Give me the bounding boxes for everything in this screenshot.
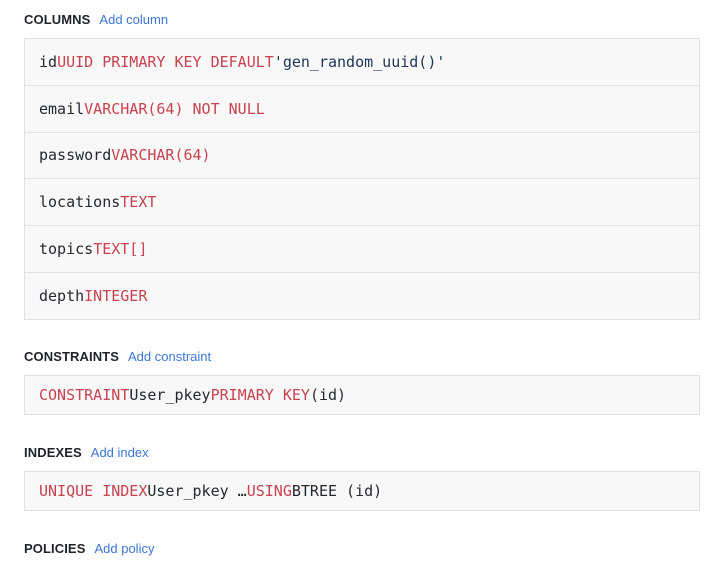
constraints-list: CONSTRAINT User_pkey PRIMARY KEY (id)	[24, 375, 700, 415]
constraint-keyword: CONSTRAINT	[39, 386, 130, 404]
column-type: VARCHAR(64) NOT NULL	[84, 99, 265, 118]
constraint-target: (id)	[309, 386, 347, 404]
column-row-depth[interactable]: depth INTEGER	[25, 273, 699, 320]
policies-header: POLICIES Add policy	[24, 538, 154, 558]
column-type: TEXT[]	[93, 240, 148, 259]
index-keyword: UNIQUE INDEX	[39, 482, 148, 500]
add-constraint-link[interactable]: Add constraint	[128, 348, 212, 364]
indexes-header: INDEXES Add index	[24, 442, 149, 462]
constraint-name: User_pkey	[129, 386, 211, 404]
column-name: locations	[39, 193, 121, 212]
column-row-password[interactable]: password VARCHAR(64)	[25, 133, 699, 180]
index-row[interactable]: UNIQUE INDEX User_pkey … USING BTREE (id…	[25, 472, 699, 510]
index-method: BTREE (id)	[291, 482, 383, 500]
constraints-title: CONSTRAINTS	[24, 348, 119, 364]
column-name: password	[39, 146, 112, 165]
columns-header: COLUMNS Add column	[24, 9, 168, 29]
policies-title: POLICIES	[24, 540, 86, 556]
column-default: 'gen_random_uuid()'	[273, 52, 446, 71]
add-policy-link[interactable]: Add policy	[94, 540, 155, 556]
add-column-link[interactable]: Add column	[99, 11, 169, 27]
index-name: User_pkey …	[147, 482, 247, 500]
column-name: depth	[39, 287, 85, 306]
add-index-link[interactable]: Add index	[90, 444, 149, 460]
column-type: VARCHAR(64)	[111, 146, 211, 165]
indexes-title: INDEXES	[24, 444, 82, 460]
column-row-email[interactable]: email VARCHAR(64) NOT NULL	[25, 86, 699, 133]
column-name: topics	[39, 240, 94, 259]
index-using-keyword: USING	[246, 482, 292, 500]
column-row-id[interactable]: id UUID PRIMARY KEY DEFAULT 'gen_random_…	[25, 39, 699, 86]
columns-list: id UUID PRIMARY KEY DEFAULT 'gen_random_…	[24, 38, 700, 320]
column-row-topics[interactable]: topics TEXT[]	[25, 226, 699, 273]
indexes-list: UNIQUE INDEX User_pkey … USING BTREE (id…	[24, 471, 700, 511]
column-type: UUID PRIMARY KEY DEFAULT	[57, 52, 274, 71]
column-type: TEXT	[120, 193, 157, 212]
constraint-type: PRIMARY KEY	[210, 386, 310, 404]
columns-title: COLUMNS	[24, 11, 91, 27]
column-type: INTEGER	[84, 287, 148, 306]
column-name: email	[39, 99, 85, 118]
constraints-header: CONSTRAINTS Add constraint	[24, 346, 211, 366]
column-name: id	[39, 52, 58, 71]
column-row-locations[interactable]: locations TEXT	[25, 179, 699, 227]
constraint-row[interactable]: CONSTRAINT User_pkey PRIMARY KEY (id)	[25, 376, 699, 414]
